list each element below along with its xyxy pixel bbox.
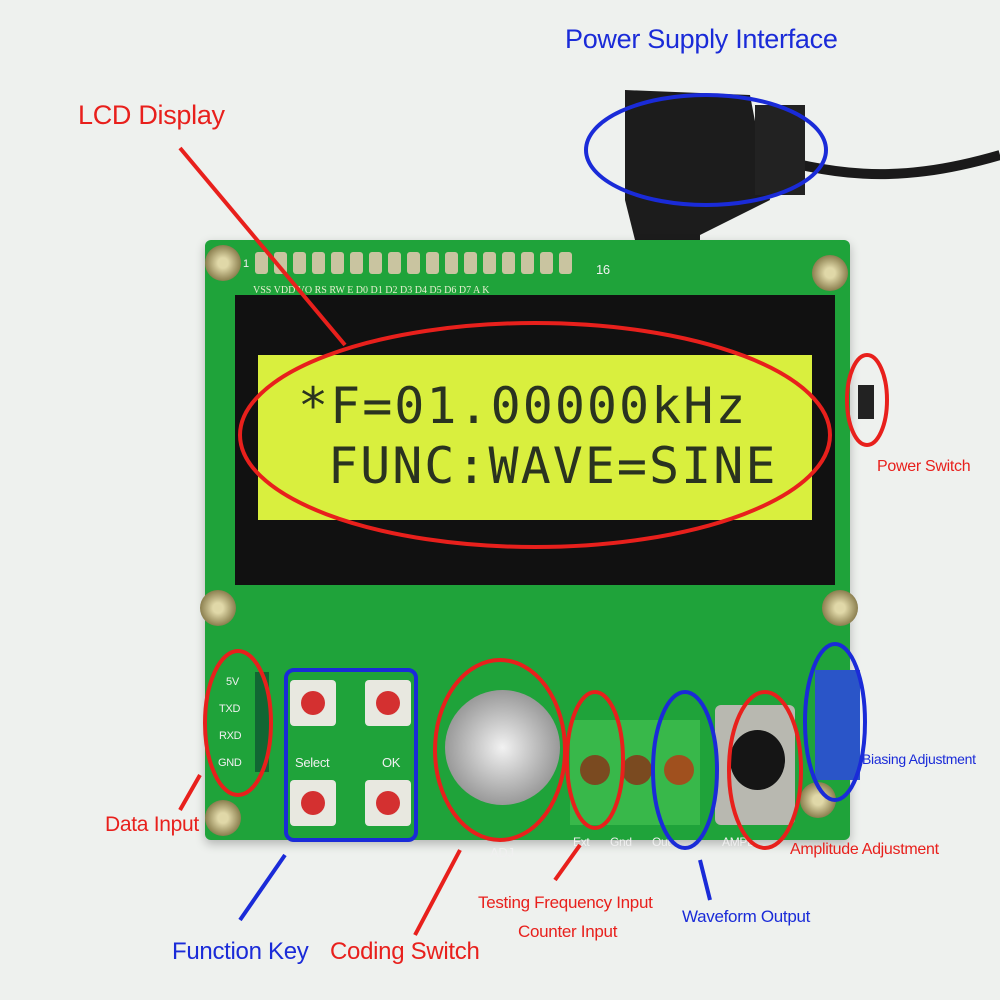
lcd-line-2: FUNC:WAVE=SINE bbox=[328, 437, 778, 495]
waveform-output-arrow bbox=[698, 859, 712, 901]
screw-bottom-left bbox=[205, 800, 241, 836]
power-switch[interactable] bbox=[858, 385, 874, 419]
amplitude-adjustment-label: Amplitude Adjustment bbox=[790, 841, 939, 858]
power-switch-label: Power Switch bbox=[877, 458, 971, 475]
out-screw[interactable] bbox=[664, 755, 694, 785]
ok-label: OK bbox=[382, 755, 401, 770]
coding-switch-knob[interactable] bbox=[445, 690, 560, 805]
out-label: Out bbox=[652, 835, 671, 849]
lcd-screen: *F=01.00000kHz FUNC:WAVE=SINE bbox=[258, 355, 812, 520]
function-key-label: Function Key bbox=[172, 938, 309, 965]
select-key[interactable] bbox=[290, 780, 336, 826]
data-header bbox=[255, 672, 269, 772]
frequency-input-arrow bbox=[553, 843, 582, 882]
pin-gnd-label: GND bbox=[218, 757, 242, 769]
power-supply-ellipse bbox=[584, 93, 828, 207]
power-supply-interface-label: Power Supply Interface bbox=[565, 24, 838, 54]
coding-switch-ellipse bbox=[433, 658, 567, 842]
pin-1-label: 1 bbox=[243, 258, 249, 270]
lcd-line-1: *F=01.00000kHz bbox=[298, 377, 748, 435]
lcd-ellipse bbox=[238, 321, 832, 549]
power-switch-ellipse bbox=[845, 353, 889, 447]
amplitude-ellipse bbox=[727, 690, 803, 850]
biasing-adjustment-label: Biasing Adjustment bbox=[862, 751, 976, 767]
waveform-output-ellipse bbox=[651, 690, 719, 850]
screw-top-left bbox=[205, 245, 241, 281]
left-key[interactable] bbox=[290, 680, 336, 726]
pin-rxd-label: RXD bbox=[219, 730, 242, 742]
screw-top-right bbox=[812, 255, 848, 291]
frequency-input-ellipse bbox=[565, 690, 625, 830]
data-input-label: Data Input bbox=[105, 813, 199, 836]
waveform-output-label: Waveform Output bbox=[682, 907, 811, 926]
adj-label: ADJ bbox=[490, 845, 514, 860]
pin-labels: VSS VDD VO RS RW E D0 D1 D2 D3 D4 D5 D6 … bbox=[253, 285, 490, 296]
function-key-rect bbox=[284, 668, 418, 842]
pin-5v-label: 5V bbox=[226, 676, 239, 688]
coding-switch-arrow bbox=[413, 849, 462, 936]
counter-input-label: Counter Input bbox=[518, 922, 618, 941]
biasing-trimmer[interactable] bbox=[815, 670, 860, 780]
data-input-ellipse bbox=[203, 649, 273, 797]
ext-screw[interactable] bbox=[580, 755, 610, 785]
gnd-label: Gnd bbox=[610, 835, 632, 849]
screw-mid-left bbox=[200, 590, 236, 626]
select-label: Select bbox=[295, 755, 330, 770]
lcd-header-pins bbox=[255, 252, 572, 274]
lcd-display-label: LCD Display bbox=[78, 100, 225, 130]
biasing-ellipse bbox=[803, 642, 867, 802]
gnd-screw[interactable] bbox=[622, 755, 652, 785]
lcd-arrow bbox=[178, 146, 347, 347]
ok-key[interactable] bbox=[365, 780, 411, 826]
screw-mid-right bbox=[822, 590, 858, 626]
coding-switch-label: Coding Switch bbox=[330, 938, 480, 965]
pin-16-label: 16 bbox=[596, 262, 610, 277]
right-key[interactable] bbox=[365, 680, 411, 726]
amplitude-knob[interactable] bbox=[730, 730, 785, 790]
function-key-arrow bbox=[238, 853, 287, 922]
testing-frequency-input-label: Testing Frequency Input bbox=[478, 893, 653, 912]
pin-txd-label: TXD bbox=[219, 703, 241, 715]
data-input-arrow bbox=[178, 774, 202, 811]
